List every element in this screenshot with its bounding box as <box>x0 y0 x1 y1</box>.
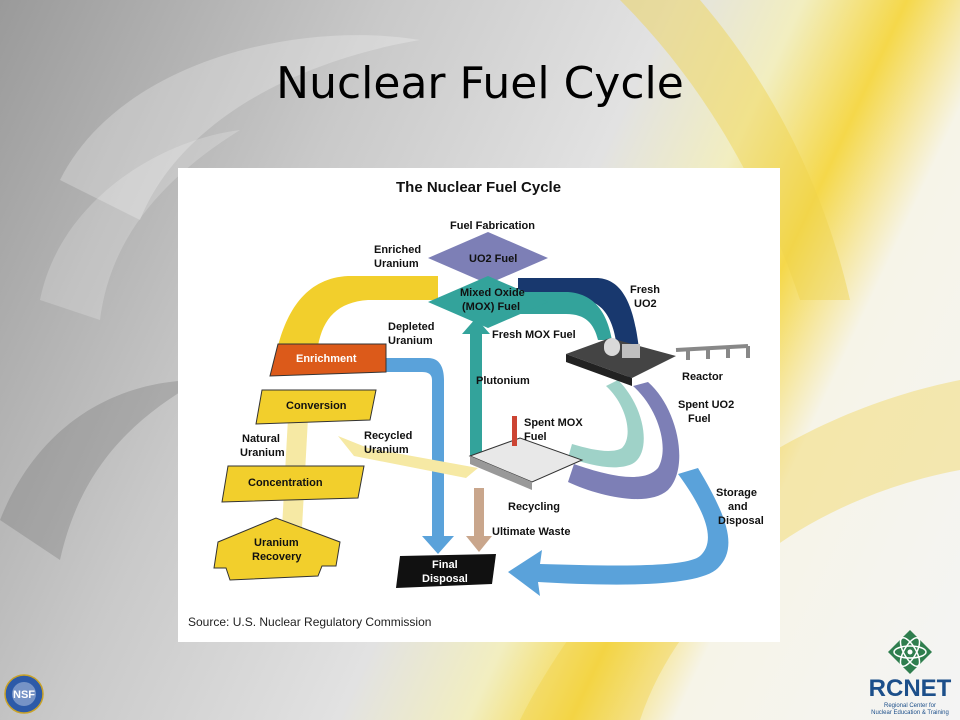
uranium-recovery-arrow <box>213 517 341 581</box>
fuel-cycle-diagram: The Nuclear Fuel Cycle <box>178 168 780 642</box>
label-fuel-fabrication: Fuel Fabrication <box>450 220 535 232</box>
label-concentration: Concentration <box>248 477 323 489</box>
spent-mox-flow <box>568 380 644 468</box>
label-mox-2: (MOX) Fuel <box>462 301 520 313</box>
label-natural-1: Natural <box>242 433 280 445</box>
label-natural-2: Uranium <box>240 447 285 459</box>
label-fresh-1: Fresh <box>630 284 660 296</box>
reactor-piping <box>675 344 750 360</box>
reactor-block <box>566 338 676 378</box>
label-ultimate-waste: Ultimate Waste <box>492 526 570 538</box>
rcnet-subtitle-line2: Nuclear Education & Training <box>871 710 949 716</box>
label-recycled-2: Uranium <box>364 444 409 456</box>
plutonium-flow <box>462 318 490 460</box>
label-fresh-2: UO2 <box>634 298 657 310</box>
label-conversion: Conversion <box>286 400 347 412</box>
label-storage-1: Storage <box>716 487 757 499</box>
rcnet-name: RCNET <box>868 675 952 702</box>
label-mox-1: Mixed Oxide <box>460 287 525 299</box>
label-spent-mox-2: Fuel <box>524 431 547 443</box>
nsf-logo-text: NSF <box>13 689 35 701</box>
depleted-uranium-flow <box>378 358 454 554</box>
label-recycling: Recycling <box>508 501 560 513</box>
recycling-facility-side <box>470 456 532 490</box>
diagram-canvas: The Nuclear Fuel Cycle <box>188 179 764 629</box>
label-uranium-recovery-1: Uranium <box>254 537 299 549</box>
final-disposal-box <box>396 554 496 588</box>
label-fresh-mox: Fresh MOX Fuel <box>492 329 576 341</box>
storage-disposal-flow <box>508 468 729 596</box>
spent-uo2-flow <box>568 382 680 500</box>
label-uranium-recovery-2: Recovery <box>252 551 302 563</box>
reactor-building <box>622 344 640 358</box>
recycling-stack <box>512 416 517 446</box>
rcnet-subtitle-line1: Regional Center for <box>883 703 937 709</box>
label-reactor: Reactor <box>682 371 724 383</box>
enriched-uranium-flow <box>278 276 438 346</box>
label-spent-mox-1: Spent MOX <box>524 417 583 429</box>
label-enriched-2: Uranium <box>374 258 419 270</box>
conversion-box <box>255 389 377 425</box>
label-recycled-1: Recycled <box>364 430 412 442</box>
label-spent-uo2-2: Fuel <box>688 413 711 425</box>
slide-title: Nuclear Fuel Cycle <box>276 58 684 109</box>
label-uo2-fuel: UO2 Fuel <box>469 253 517 265</box>
uo2-fuel-diamond <box>428 232 548 284</box>
recycled-uranium-flow <box>338 436 478 478</box>
label-enriched-1: Enriched <box>374 244 421 256</box>
mox-fuel-diamond <box>428 276 548 328</box>
reactor-block-side <box>566 354 632 386</box>
label-storage-3: Disposal <box>718 515 764 527</box>
source-note: Source: U.S. Nuclear Regulatory Commissi… <box>188 615 431 629</box>
reactor-dome <box>604 338 620 356</box>
label-spent-uo2-1: Spent UO2 <box>678 399 734 411</box>
label-depleted-2: Uranium <box>388 335 433 347</box>
label-enrichment: Enrichment <box>296 353 357 365</box>
rcnet-logo <box>888 630 932 674</box>
concentration-box <box>221 465 365 503</box>
enrichment-box <box>269 343 387 377</box>
label-storage-2: and <box>728 501 748 513</box>
recycling-facility <box>468 437 584 483</box>
label-plutonium: Plutonium <box>476 375 530 387</box>
label-final-1: Final <box>432 559 458 571</box>
label-depleted-1: Depleted <box>388 321 434 333</box>
nsf-logo: NSF <box>4 674 44 714</box>
label-final-2: Disposal <box>422 573 468 585</box>
rcnet-subtitle: Regional Center for Nuclear Education & … <box>862 703 958 717</box>
ultimate-waste-flow <box>466 488 492 552</box>
diagram-title: The Nuclear Fuel Cycle <box>396 179 561 196</box>
